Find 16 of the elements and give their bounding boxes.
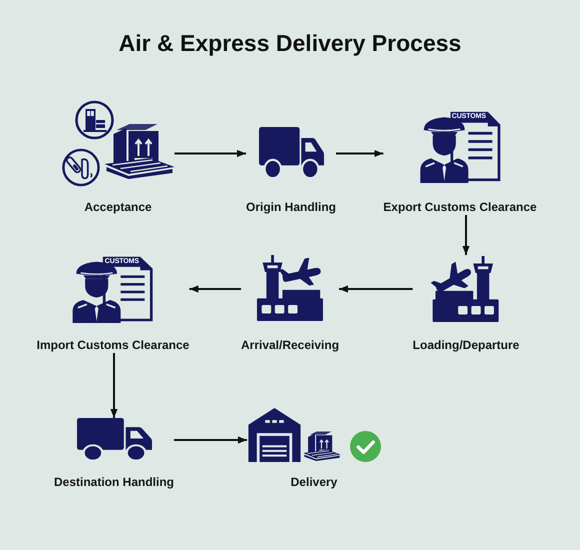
arrow — [462, 215, 470, 255]
step-label: Origin Handling — [246, 199, 336, 215]
step-label: Acceptance — [84, 199, 152, 215]
step-label: Import Customs Clearance — [36, 337, 190, 353]
arrow — [110, 353, 118, 418]
arrow — [339, 285, 413, 293]
arrow — [174, 436, 247, 444]
step-label: Export Customs Clearance — [383, 199, 537, 215]
step-label: Loading/Departure — [412, 337, 520, 353]
arrow — [189, 285, 241, 293]
step-label: Delivery — [290, 474, 338, 490]
step-label: Destination Handling — [54, 474, 174, 490]
title: Air & Express Delivery Process — [118, 29, 462, 57]
arrow — [174, 150, 246, 158]
step-label: Arrival/Receiving — [240, 337, 340, 353]
arrow — [336, 150, 384, 158]
